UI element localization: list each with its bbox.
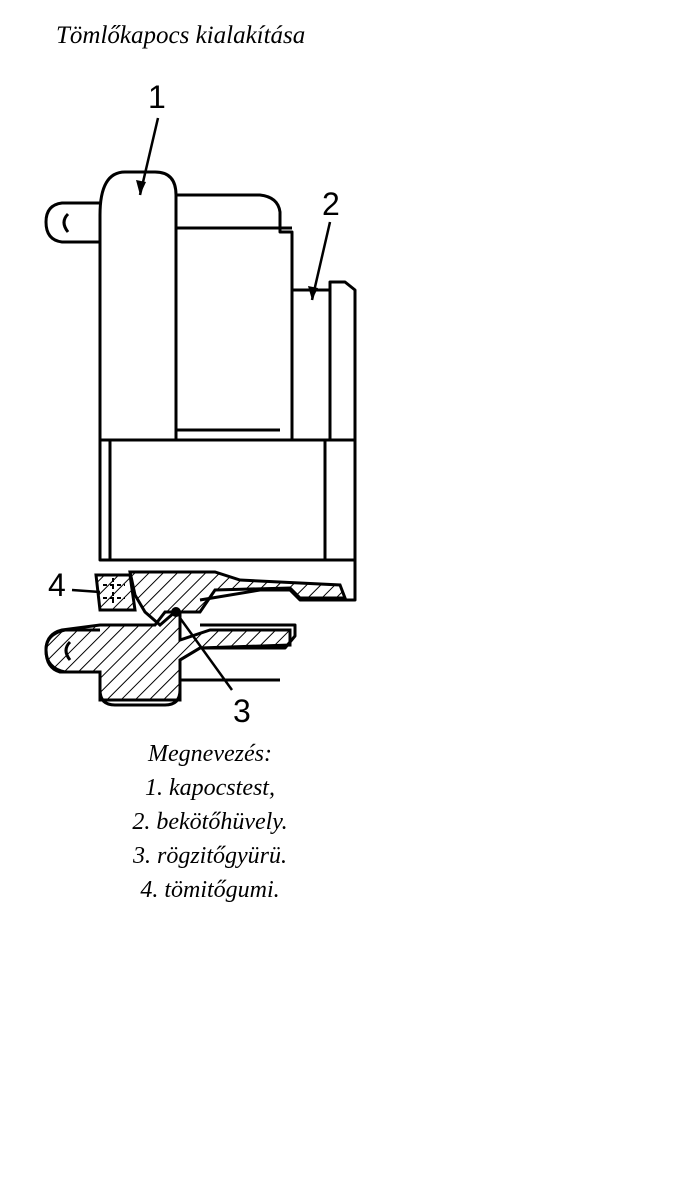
sleeve-bore bbox=[98, 438, 357, 562]
leader-3 bbox=[178, 617, 234, 691]
legend-heading: Megnevezés: bbox=[148, 741, 272, 767]
body-step bbox=[176, 193, 294, 440]
locking-ring-section bbox=[128, 570, 348, 627]
locking-ring-dot bbox=[171, 607, 181, 617]
leader-4 bbox=[71, 588, 101, 594]
callout-3: 3 bbox=[233, 693, 251, 729]
leader-2 bbox=[310, 221, 332, 301]
coupling-body-outline bbox=[98, 170, 178, 440]
claw-lug bbox=[44, 201, 100, 244]
legend-item: 4. tömitőgumi. bbox=[140, 877, 280, 903]
legend-item: 3. rögzitőgyürü. bbox=[132, 843, 287, 869]
body-lower-section bbox=[44, 610, 292, 702]
legend: Megnevezés: 1. kapocstest, 2. bekötőhüve… bbox=[0, 737, 420, 907]
seal-section bbox=[94, 573, 137, 612]
diagram-title: Tömlőkapocs kialakítása bbox=[56, 22, 306, 49]
callout-4: 4 bbox=[48, 567, 66, 603]
hose-coupling-drawing: 1 2 3 4 bbox=[44, 79, 357, 729]
callout-1: 1 bbox=[148, 79, 166, 115]
legend-item: 1. kapocstest, bbox=[145, 775, 275, 801]
sleeve-flange bbox=[292, 288, 332, 440]
callout-2: 2 bbox=[322, 186, 340, 222]
legend-item: 2. bekötőhüvely. bbox=[132, 809, 288, 835]
